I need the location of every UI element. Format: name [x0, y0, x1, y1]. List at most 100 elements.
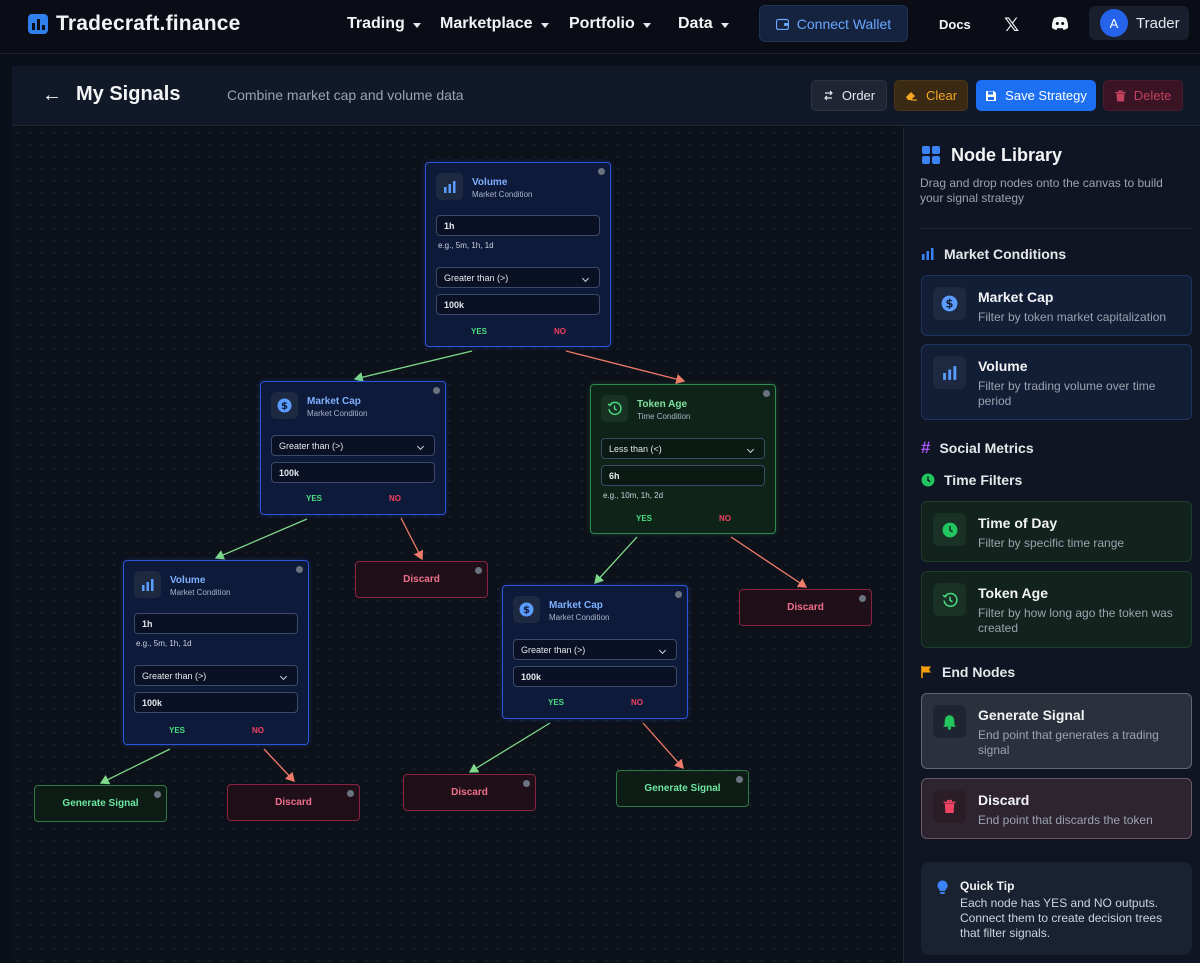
section-social-metrics: # Social Metrics	[921, 438, 1034, 457]
node-title: Generate Signal	[62, 798, 139, 809]
yes-output[interactable]: YES	[548, 698, 565, 707]
nav-marketplace[interactable]: Marketplace	[440, 15, 549, 33]
node-generate-signal[interactable]: Generate Signal	[616, 770, 749, 807]
user-menu[interactable]: A Trader	[1089, 6, 1189, 40]
dollar-circle-icon: $	[271, 392, 298, 419]
page-title: My Signals	[76, 83, 181, 105]
chevron-down-icon	[540, 22, 549, 28]
docs-link[interactable]: Docs	[939, 17, 971, 32]
node-handle[interactable]	[475, 567, 482, 574]
nav-portfolio[interactable]: Portfolio	[569, 15, 651, 33]
flag-icon	[921, 666, 931, 678]
bell-icon	[933, 705, 966, 738]
no-output[interactable]: NO	[252, 726, 264, 735]
save-icon	[986, 90, 997, 101]
yes-output[interactable]: YES	[471, 327, 488, 336]
no-output[interactable]: NO	[631, 698, 643, 707]
timeframe-input[interactable]: 1h	[436, 215, 600, 236]
node-type: Market Condition	[472, 190, 533, 199]
nav-data[interactable]: Data	[678, 15, 729, 33]
node-token-age[interactable]: Token Age Time Condition Less than (<) 6…	[590, 384, 776, 534]
no-output[interactable]: NO	[554, 327, 566, 336]
node-handle[interactable]	[763, 390, 770, 397]
trash-icon	[933, 790, 966, 823]
node-market-cap-mid[interactable]: $ Market Cap Market Condition Greater th…	[502, 585, 688, 719]
node-title: Market Cap	[307, 396, 361, 407]
item-title: Volume	[978, 358, 1028, 374]
item-title: Discard	[978, 792, 1030, 808]
node-handle[interactable]	[433, 387, 440, 394]
library-item-volume[interactable]: Volume Filter by trading volume over tim…	[921, 344, 1192, 420]
history-clock-icon	[601, 395, 628, 422]
item-description: Filter by token market capitalization	[978, 310, 1167, 324]
node-discard[interactable]: Discard	[355, 561, 488, 598]
library-title: Node Library	[951, 145, 1063, 165]
timeframe-input[interactable]: 1h	[134, 613, 298, 634]
node-title: Discard	[403, 574, 440, 585]
node-handle[interactable]	[523, 780, 530, 787]
value-input[interactable]: 100k	[436, 294, 600, 315]
back-arrow-icon[interactable]: ←	[42, 84, 62, 106]
node-title: Volume	[170, 575, 206, 586]
node-discard[interactable]: Discard	[403, 774, 536, 811]
operator-select[interactable]: Greater than (>)	[134, 665, 298, 686]
no-output[interactable]: NO	[719, 514, 731, 523]
operator-select[interactable]: Greater than (>)	[271, 435, 435, 456]
node-type: Market Condition	[170, 588, 231, 597]
operator-select[interactable]: Greater than (>)	[436, 267, 600, 288]
library-item-token-age[interactable]: Token Age Filter by how long ago the tok…	[921, 571, 1192, 648]
save-strategy-button[interactable]: Save Strategy	[976, 80, 1096, 111]
x-twitter-icon[interactable]: 𝕏	[1004, 15, 1020, 36]
item-description: Filter by trading volume over time perio…	[978, 379, 1156, 408]
item-description: Filter by specific time range	[978, 536, 1125, 550]
library-description: Drag and drop nodes onto the canvas to b…	[920, 176, 1163, 205]
clear-button[interactable]: Clear	[894, 80, 968, 111]
node-market-cap-left[interactable]: $ Market Cap Market Condition Greater th…	[260, 381, 446, 515]
node-discard[interactable]: Discard	[739, 589, 872, 626]
node-title: Discard	[275, 797, 312, 808]
node-handle[interactable]	[347, 790, 354, 797]
brand[interactable]: Tradecraft.finance	[28, 12, 241, 36]
operator-select[interactable]: Less than (<)	[601, 438, 765, 459]
value-input[interactable]: 100k	[134, 692, 298, 713]
node-title: Discard	[787, 602, 824, 613]
node-handle[interactable]	[296, 566, 303, 573]
node-handle[interactable]	[736, 776, 743, 783]
node-volume-child[interactable]: Volume Market Condition 1h e.g., 5m, 1h,…	[123, 560, 309, 745]
no-output[interactable]: NO	[389, 494, 401, 503]
node-generate-signal[interactable]: Generate Signal	[34, 785, 167, 822]
connect-wallet-button[interactable]: Connect Wallet	[759, 5, 908, 42]
section-time-filters: Time Filters	[921, 472, 1022, 488]
library-item-discard[interactable]: Discard End point that discards the toke…	[921, 778, 1192, 839]
node-type: Market Condition	[549, 613, 610, 622]
yes-output[interactable]: YES	[306, 494, 323, 503]
operator-select[interactable]: Greater than (>)	[513, 639, 677, 660]
node-handle[interactable]	[859, 595, 866, 602]
library-item-time-of-day[interactable]: Time of Day Filter by specific time rang…	[921, 501, 1192, 562]
node-handle[interactable]	[154, 791, 161, 798]
wallet-icon	[775, 18, 789, 30]
library-item-generate-signal[interactable]: Generate Signal End point that generates…	[921, 693, 1192, 769]
svg-text:$: $	[946, 296, 954, 310]
node-handle[interactable]	[598, 168, 605, 175]
hash-icon: #	[921, 438, 931, 457]
library-item-market-cap[interactable]: $ Market Cap Filter by token market capi…	[921, 275, 1192, 336]
nav-trading[interactable]: Trading	[347, 15, 421, 33]
node-volume-root[interactable]: Volume Market Condition 1h e.g., 5m, 1h,…	[425, 162, 611, 347]
order-button[interactable]: Order	[811, 80, 887, 111]
value-input[interactable]: 100k	[271, 462, 435, 483]
node-title: Volume	[472, 177, 508, 188]
bar-chart-icon	[134, 571, 161, 598]
section-end-nodes: End Nodes	[921, 664, 1015, 680]
item-title: Token Age	[978, 585, 1049, 601]
discord-icon[interactable]	[1051, 16, 1069, 30]
node-discard[interactable]: Discard	[227, 784, 360, 821]
yes-output[interactable]: YES	[169, 726, 186, 735]
history-clock-icon	[933, 583, 966, 616]
value-input[interactable]: 100k	[513, 666, 677, 687]
value-input[interactable]: 6h	[601, 465, 765, 486]
grid-icon	[922, 146, 940, 164]
yes-output[interactable]: YES	[636, 514, 653, 523]
delete-button[interactable]: Delete	[1103, 80, 1183, 111]
node-handle[interactable]	[675, 591, 682, 598]
